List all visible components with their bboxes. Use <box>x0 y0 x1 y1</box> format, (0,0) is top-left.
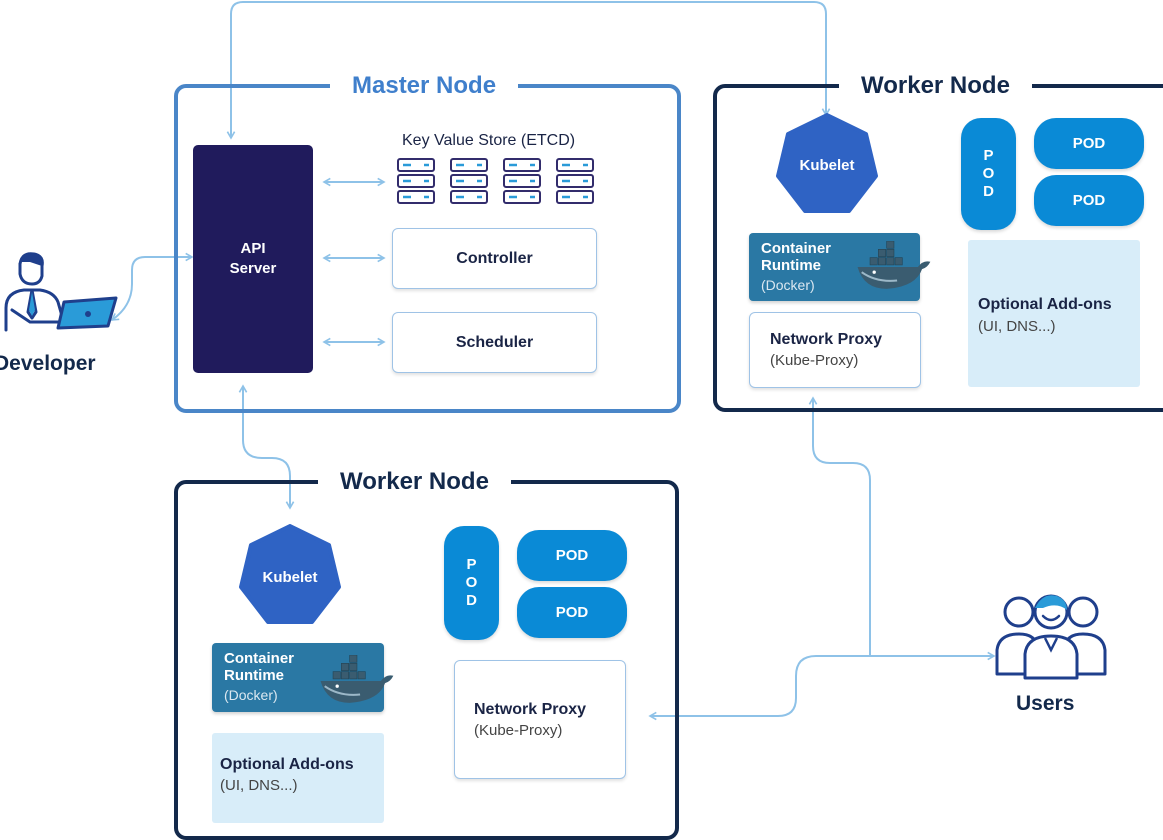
kubelet-right[interactable]: Kubelet <box>775 113 879 217</box>
pod-tall-right[interactable]: P O D <box>961 118 1016 230</box>
kubelet-right-label: Kubelet <box>799 157 855 174</box>
database-icon <box>556 158 594 204</box>
container-runtime-bottom[interactable]: Container Runtime (Docker) <box>212 643 394 712</box>
network-proxy-right[interactable]: Network Proxy (Kube-Proxy) <box>749 312 921 388</box>
developer-actor[interactable] <box>0 250 124 335</box>
kv-store-databases[interactable] <box>397 158 597 206</box>
worker-node-right-frame: Worker Node <box>713 71 1163 412</box>
heptagon-shape <box>776 113 878 213</box>
network-proxy-bottom[interactable]: Network Proxy (Kube-Proxy) <box>454 660 626 779</box>
developer-laptop-icon <box>4 252 118 332</box>
container-runtime-bottom-sub: (Docker) <box>224 687 278 703</box>
container-runtime-right-sub: (Docker) <box>761 277 815 293</box>
network-proxy-bottom-title: Network Proxy <box>474 700 587 718</box>
kv-store-label: Key Value Store (ETCD) <box>402 132 576 149</box>
pod-bottom-2[interactable]: POD <box>517 587 627 638</box>
pod-tall-letter: O <box>982 165 995 182</box>
container-runtime-right[interactable]: Container Runtime (Docker) <box>749 233 931 301</box>
optional-addons-right-title: Optional Add-ons <box>978 296 1112 313</box>
pod-label: POD <box>555 547 589 564</box>
network-proxy-bottom-sub: (Kube-Proxy) <box>474 721 563 739</box>
optional-addons-right[interactable]: Optional Add-ons (UI, DNS...) <box>968 240 1140 387</box>
pod-label: POD <box>555 604 589 621</box>
database-icon <box>450 158 488 204</box>
worker-node-bottom-title: Worker Node <box>318 467 511 497</box>
pod-label: POD <box>1072 192 1106 209</box>
pod-right-1[interactable]: POD <box>1034 118 1144 169</box>
container-runtime-right-title: Container Runtime <box>761 240 832 274</box>
container-runtime-bottom-title: Container Runtime <box>224 650 295 684</box>
developer-label: Developer <box>0 352 96 375</box>
database-icon <box>503 158 541 204</box>
database-icon <box>397 158 435 204</box>
pod-tall-letter: O <box>465 574 478 591</box>
scheduler-box[interactable]: Scheduler <box>392 312 597 373</box>
pod-tall-letter: D <box>466 592 477 609</box>
pod-tall-letter: P <box>983 147 994 164</box>
kubelet-bottom[interactable]: Kubelet <box>238 524 342 628</box>
heptagon-shape <box>239 524 341 624</box>
api-server-label-line2: Server <box>229 260 277 277</box>
api-server-label-line1: API <box>240 240 266 257</box>
users-label: Users <box>1016 692 1075 715</box>
pod-tall-bottom[interactable]: P O D <box>444 526 499 640</box>
users-actor[interactable] <box>991 586 1111 682</box>
pod-label: POD <box>1072 135 1106 152</box>
docker-whale-icon <box>320 655 394 703</box>
api-server[interactable]: API Server <box>193 145 313 373</box>
master-node-title: Master Node <box>330 71 519 101</box>
pod-bottom-1[interactable]: POD <box>517 530 627 581</box>
users-group-icon <box>995 594 1107 680</box>
optional-addons-right-sub: (UI, DNS...) <box>978 318 1056 335</box>
network-proxy-right-sub: (Kube-Proxy) <box>770 352 859 369</box>
controller-box[interactable]: Controller <box>392 228 597 289</box>
worker-node-right-title: Worker Node <box>839 71 1032 101</box>
pod-right-2[interactable]: POD <box>1034 175 1144 226</box>
optional-addons-bottom-sub: (UI, DNS...) <box>220 777 298 794</box>
pod-tall-letter: P <box>466 556 477 573</box>
network-proxy-right-title: Network Proxy <box>770 331 883 348</box>
arrow-users-bottom-proxy <box>648 655 870 721</box>
scheduler-label: Scheduler <box>455 333 534 351</box>
pod-tall-letter: D <box>983 183 994 200</box>
arrow-users-right-proxy <box>808 396 871 656</box>
controller-label: Controller <box>456 249 533 267</box>
master-node-frame: Master Node <box>174 71 681 413</box>
docker-whale-icon <box>857 241 931 289</box>
optional-addons-bottom[interactable]: Optional Add-ons (UI, DNS...) <box>212 733 384 823</box>
kubelet-bottom-label: Kubelet <box>262 569 318 586</box>
optional-addons-bottom-title: Optional Add-ons <box>220 756 354 773</box>
